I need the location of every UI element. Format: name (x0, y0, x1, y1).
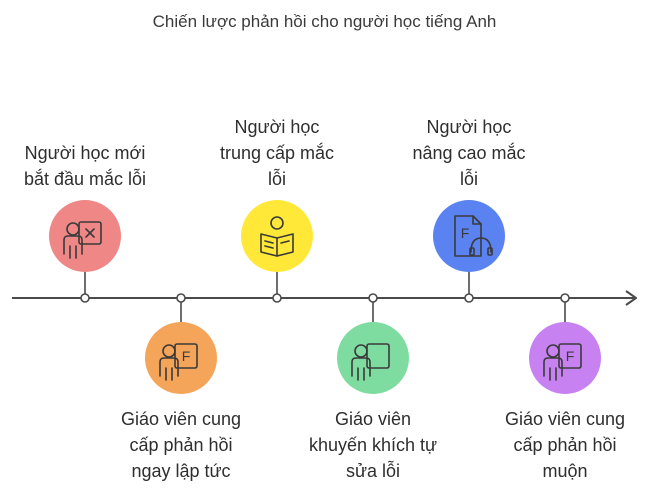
svg-text:F: F (182, 348, 191, 364)
event-label: Giáo viên cung cấp phản hồi ngay lập tức (120, 409, 242, 481)
diagram-title: Chiến lược phản hồi cho người học tiếng … (152, 12, 497, 31)
event-label: Người học nâng cao mắc lỗi (412, 117, 526, 189)
event-dot (560, 293, 570, 303)
event-node (49, 200, 121, 303)
teacher-board-f-icon: F (159, 343, 198, 381)
event-dot (176, 293, 186, 303)
teacher-board-icon (351, 343, 390, 381)
event-node: F (433, 200, 505, 303)
svg-text:F: F (461, 225, 470, 241)
svg-text:F: F (566, 348, 575, 364)
event-dot (272, 293, 282, 303)
event-dot (80, 293, 90, 303)
event-node: F (145, 293, 217, 394)
event-circle (433, 200, 505, 272)
reader-book-icon (260, 216, 294, 257)
event-circle (241, 200, 313, 272)
event-label: Giáo viên cung cấp phản hồi muộn (504, 409, 626, 481)
event-node: F (529, 293, 601, 394)
event-circle (145, 322, 217, 394)
event-node (241, 200, 313, 303)
event-label: Giáo viên khuyến khích tự sửa lỗi (308, 409, 438, 481)
event-label: Người học trung cấp mắc lỗi (219, 117, 335, 189)
event-node (337, 293, 409, 394)
event-circle (49, 200, 121, 272)
document-f-headset-icon: F (454, 215, 493, 257)
event-circle (529, 322, 601, 394)
event-dot (464, 293, 474, 303)
event-circle (337, 322, 409, 394)
event-label: Người học mới bắt đầu mắc lỗi (23, 143, 147, 189)
teacher-board-f-late-icon: F (543, 343, 582, 381)
arrow-head-icon (625, 290, 637, 306)
student-board-x-icon (63, 221, 102, 259)
event-dot (368, 293, 378, 303)
